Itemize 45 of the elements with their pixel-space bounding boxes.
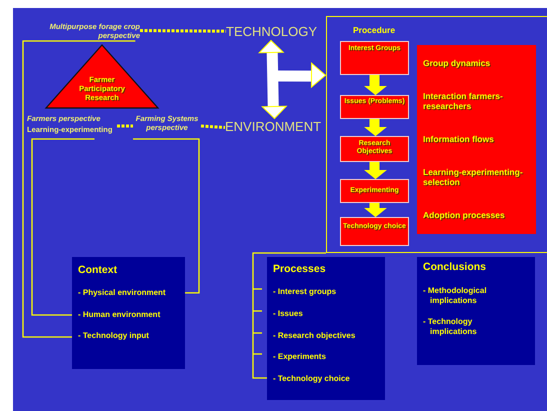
list-item: - Technology input bbox=[78, 331, 150, 341]
summary-box bbox=[417, 257, 535, 365]
box-title: Conclusions bbox=[423, 261, 488, 274]
panel-title: Procedure bbox=[353, 25, 396, 36]
list-item: - Methodological implications bbox=[423, 286, 488, 306]
topic-label: Group dynamics bbox=[423, 58, 492, 68]
step-box bbox=[340, 41, 409, 75]
triangle-shape bbox=[46, 45, 158, 108]
topic-label: Interaction farmers-researchers bbox=[423, 91, 504, 112]
procedure-panel bbox=[326, 16, 547, 253]
list-item: - Experiments bbox=[273, 352, 327, 362]
connector-line bbox=[31, 138, 94, 316]
dotted-line bbox=[117, 124, 133, 128]
summary-box bbox=[72, 257, 185, 369]
topics-panel bbox=[417, 45, 536, 234]
box-title: Context bbox=[78, 264, 118, 277]
block-arrow bbox=[365, 119, 386, 136]
box-title: Processes bbox=[273, 263, 327, 276]
list-item: - Research objectives bbox=[273, 331, 356, 341]
summary-box bbox=[267, 257, 385, 400]
step-box bbox=[340, 95, 409, 119]
dimension-label: ENVIRONMENT bbox=[225, 119, 322, 135]
topic-label: Information flows bbox=[423, 134, 495, 144]
connector-line bbox=[133, 138, 200, 294]
list-item: - Human environment bbox=[78, 310, 162, 320]
block-arrow bbox=[276, 62, 326, 88]
block-arrow bbox=[365, 75, 386, 95]
topic-label: Learning-experimenting-selection bbox=[423, 167, 524, 188]
list-item: - Physical environment bbox=[78, 288, 167, 298]
block-arrow bbox=[365, 162, 386, 179]
step-box bbox=[340, 136, 409, 162]
list-item: - Interest groups bbox=[273, 287, 338, 297]
topic-label: Adoption processes bbox=[423, 210, 506, 220]
connector-line bbox=[252, 252, 326, 379]
dotted-line bbox=[200, 124, 226, 129]
dimension-label: TECHNOLOGY bbox=[226, 24, 318, 40]
list-item: - Technology implications bbox=[423, 317, 478, 336]
block-arrow bbox=[365, 203, 386, 217]
step-box bbox=[340, 179, 409, 203]
list-item: - Technology choice bbox=[273, 374, 351, 384]
block-arrow bbox=[258, 40, 287, 119]
connector-line bbox=[22, 40, 136, 338]
dotted-line bbox=[140, 29, 226, 33]
step-box bbox=[340, 217, 409, 246]
list-item: - Issues bbox=[273, 309, 304, 319]
